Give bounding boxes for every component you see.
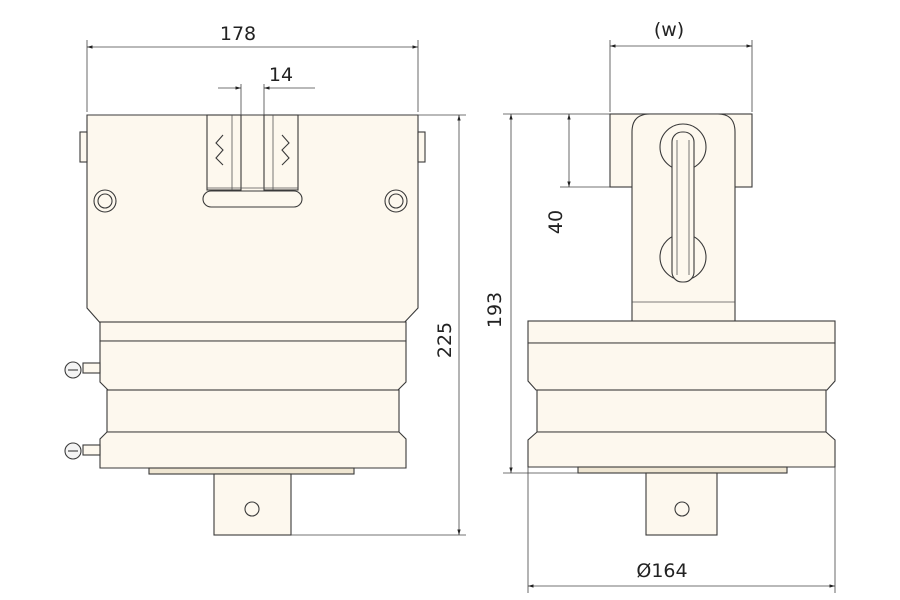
side-upper-ring — [527, 320, 836, 344]
side-base-plate — [577, 466, 788, 474]
front-left-tab — [79, 131, 88, 163]
front-right-tab — [417, 131, 426, 163]
side-upper-body — [527, 342, 836, 391]
dim-jaw-gap: 14 — [269, 64, 293, 86]
front-upper-body — [99, 340, 407, 391]
front-view — [64, 114, 426, 536]
dim-overall-height: 225 — [434, 322, 456, 358]
front-dimensions: 178 14 225 — [86, 23, 466, 536]
front-grease-fittings — [64, 361, 101, 460]
front-holes — [93, 189, 408, 213]
dim-diameter: Ø164 — [636, 560, 687, 582]
dim-front-width: 178 — [220, 23, 256, 45]
front-lower-body — [99, 431, 407, 469]
dim-side-width: (w) — [654, 19, 684, 41]
front-upper-ring — [99, 321, 407, 342]
side-jaw-rollers — [659, 123, 707, 283]
side-lower-body — [527, 431, 836, 468]
side-dimensions: (w) 40 193 Ø164 — [484, 19, 836, 593]
front-lug-hole — [244, 501, 260, 517]
side-view — [527, 113, 836, 536]
front-mount-lug — [213, 473, 292, 536]
dim-jaw-height: 40 — [545, 210, 567, 234]
front-jaws — [202, 114, 303, 208]
side-mount-lug — [645, 472, 718, 536]
dim-body-height: 193 — [484, 292, 506, 328]
side-middle-body — [536, 389, 827, 433]
front-base-plate — [148, 467, 355, 475]
front-middle-body — [106, 389, 400, 433]
front-jaw-housing — [86, 114, 419, 326]
side-lug-hole — [674, 501, 690, 517]
